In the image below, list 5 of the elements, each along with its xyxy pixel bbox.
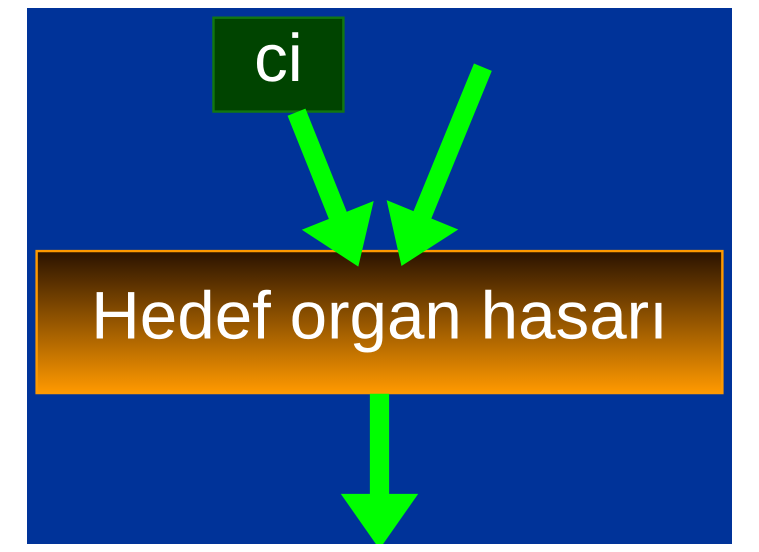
node-box: ci	[212, 16, 345, 113]
arrow	[288, 108, 374, 267]
arrow	[386, 64, 492, 266]
arrow	[340, 394, 418, 544]
node-box: Hedef organ hasarı	[35, 250, 724, 394]
